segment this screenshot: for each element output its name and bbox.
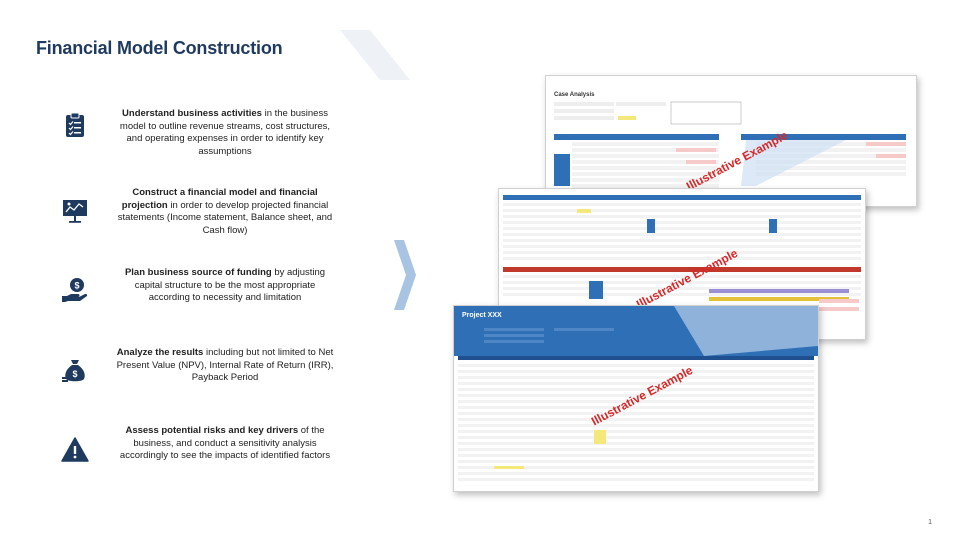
decorative-shape: [340, 30, 410, 80]
hand-money-icon: $: [62, 278, 88, 302]
back-sheet-heading: Case Analysis: [554, 92, 595, 98]
step-assess-risks: Assess potential risks and key drivers o…: [60, 425, 340, 485]
page-number: 1: [928, 519, 932, 526]
warning-triangle-icon: [61, 437, 89, 462]
step-construct-model: Construct a financial model and financia…: [60, 185, 340, 245]
spreadsheet-back-image: Case Analysis Illustrative Example: [545, 75, 917, 207]
step-text: Understand business activities in the bu…: [119, 108, 331, 157]
spreadsheet-front-image: Project XXX Illustrative Example: [453, 305, 819, 492]
step-plan-funding: $ Plan business source of funding by adj…: [60, 265, 340, 325]
money-bag-icon: $: [62, 360, 85, 382]
step-text: Construct a financial model and financia…: [117, 187, 333, 236]
step-text: Assess potential risks and key drivers o…: [119, 425, 331, 461]
presentation-board-icon: [63, 200, 87, 223]
svg-text:$: $: [74, 281, 79, 291]
svg-text:$: $: [72, 369, 77, 379]
page-title: Financial Model Construction: [36, 38, 283, 58]
clipboard-checklist-icon: [66, 112, 84, 137]
chevron-right-icon: [394, 240, 416, 310]
step-understand-business: Understand business activities in the bu…: [60, 100, 340, 160]
step-text: Analyze the results including but not li…: [116, 347, 334, 383]
step-analyze-results: $ Analyze the results including but not …: [60, 345, 340, 405]
front-sheet-heading: Project XXX: [462, 312, 502, 319]
step-text: Plan business source of funding by adjus…: [124, 267, 326, 303]
